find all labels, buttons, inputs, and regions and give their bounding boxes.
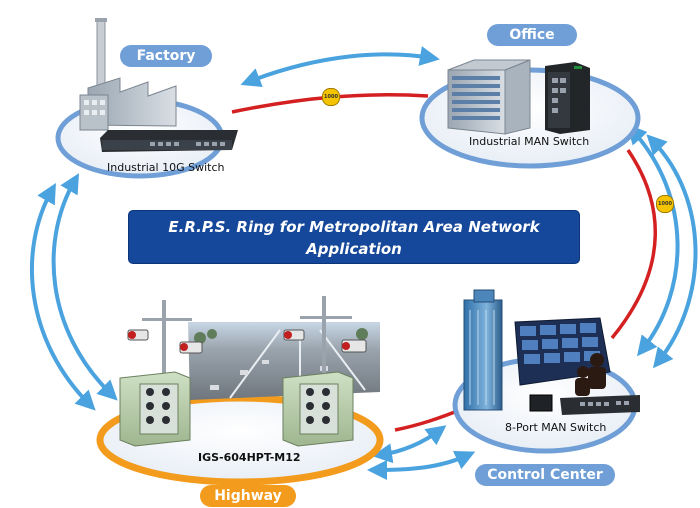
office-switch-face bbox=[548, 72, 570, 128]
control-switch-label: 8-Port MAN Switch bbox=[505, 421, 607, 434]
right-cabinet bbox=[282, 371, 354, 447]
office-windows bbox=[452, 76, 500, 120]
arrow-left-b bbox=[51, 173, 118, 401]
office-switch-label: Industrial MAN Switch bbox=[469, 135, 590, 148]
factory-building bbox=[87, 77, 177, 127]
control-tower-top bbox=[473, 289, 495, 303]
office-building-roof bbox=[447, 59, 531, 71]
control-tower-lines bbox=[469, 310, 495, 405]
office-label: Office bbox=[487, 24, 577, 46]
control-center-node bbox=[452, 289, 640, 454]
factory-label: Factory bbox=[120, 45, 212, 67]
control-center-label: Control Center bbox=[475, 464, 615, 486]
office-building-side bbox=[504, 59, 531, 135]
video-wall-screens bbox=[520, 323, 600, 364]
arrow-bottom-b bbox=[367, 450, 476, 480]
control-switch-small bbox=[529, 394, 553, 412]
arrow-bottom-a bbox=[372, 425, 447, 464]
link-speed-badge: 1000 bbox=[656, 195, 674, 213]
highway-label: Highway bbox=[200, 485, 296, 507]
right-camera-pole bbox=[283, 296, 367, 380]
highway-trees bbox=[194, 328, 368, 344]
highway-node bbox=[96, 296, 384, 486]
link-speed-badge: 1000 bbox=[322, 88, 340, 106]
left-camera-pole bbox=[127, 300, 203, 380]
highway-switch-label: IGS-604HPT-M12 bbox=[198, 451, 301, 464]
office-node bbox=[419, 59, 641, 169]
arrow-top-a bbox=[240, 46, 440, 87]
redundancy-arrows bbox=[29, 46, 698, 480]
factory-switch-ports bbox=[150, 142, 225, 146]
factory-node bbox=[55, 18, 238, 179]
banner-subtitle: Recovery Time < 10ms bbox=[257, 262, 451, 280]
operators bbox=[575, 353, 606, 396]
factory-windows bbox=[84, 100, 105, 115]
office-switch-logo bbox=[574, 66, 582, 69]
arrow-right-b bbox=[646, 134, 698, 369]
banner-title: E.R.P.S. Ring for Metropolitan Area Netw… bbox=[168, 218, 540, 258]
office-switch-ports bbox=[552, 78, 566, 113]
control-switch-ports bbox=[580, 401, 629, 406]
arrow-left-a bbox=[29, 183, 96, 411]
erps-banner: E.R.P.S. Ring for Metropolitan Area Netw… bbox=[129, 211, 579, 280]
factory-chimney-top bbox=[95, 18, 107, 22]
left-cabinet bbox=[119, 371, 191, 447]
ring-link-office-control bbox=[610, 149, 657, 340]
factory-switch-label: Industrial 10G Switch bbox=[107, 161, 225, 174]
